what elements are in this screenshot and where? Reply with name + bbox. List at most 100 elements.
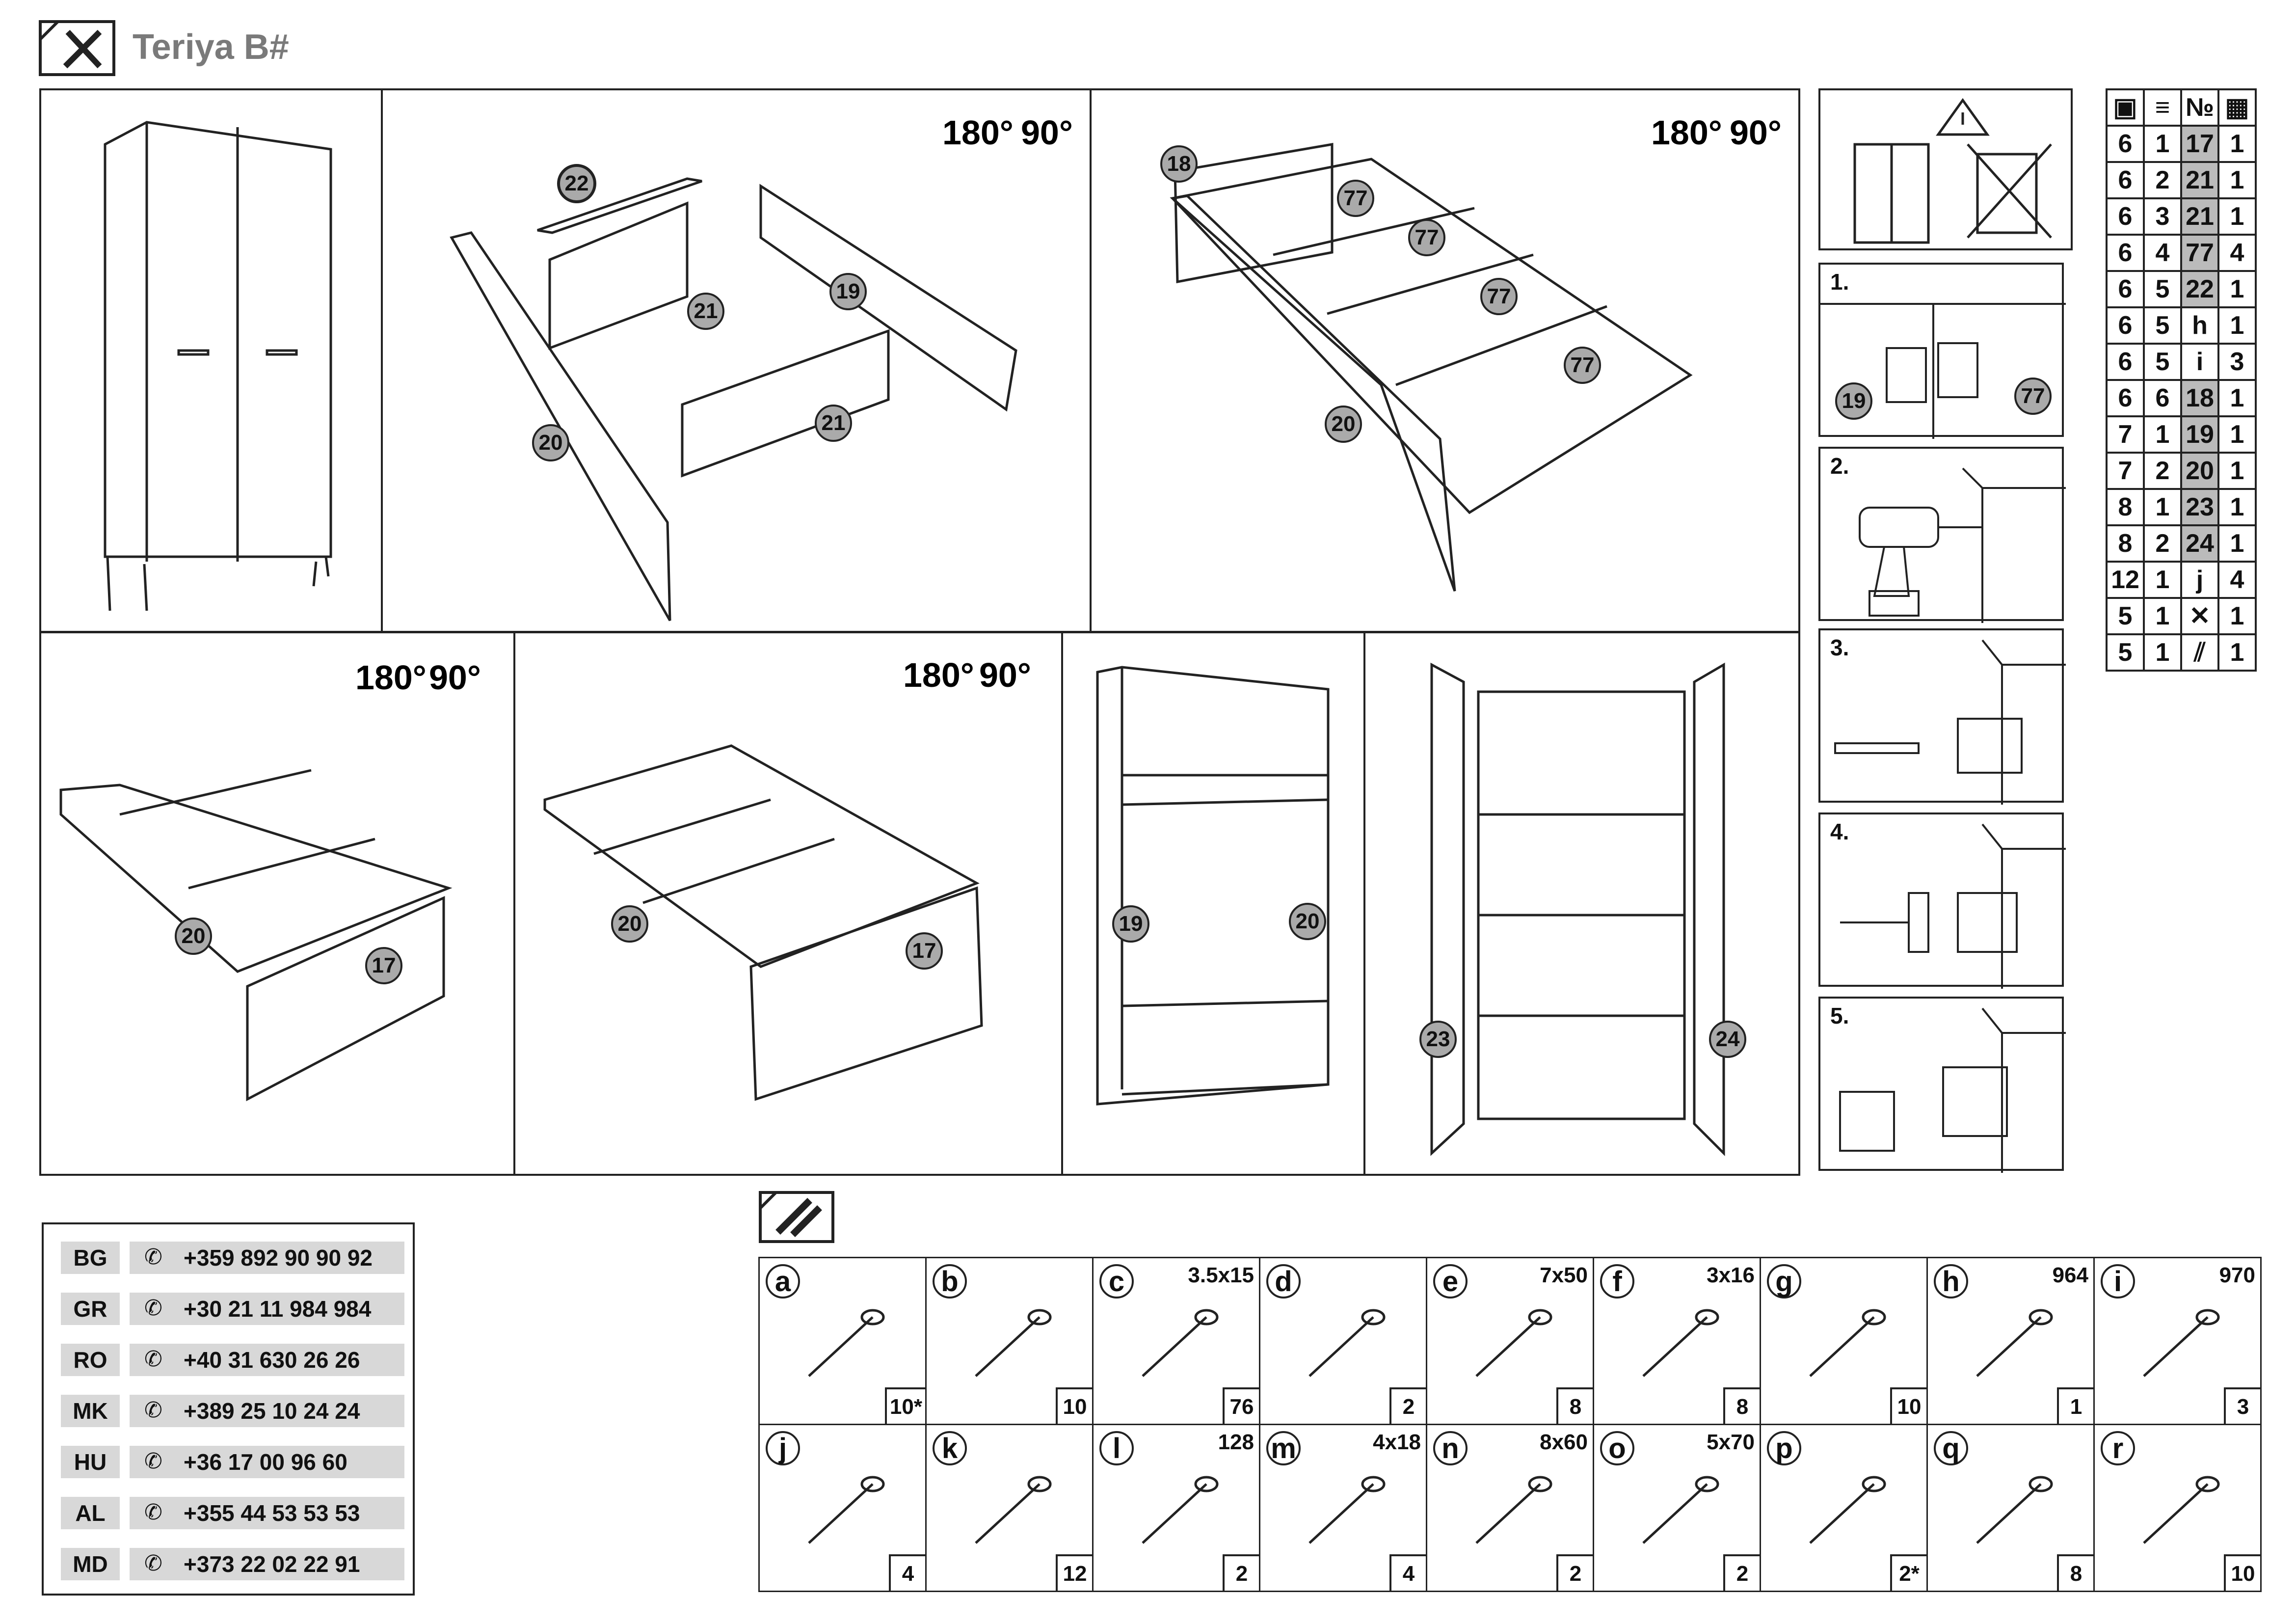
hardware-letter: q [1934,1431,1968,1465]
hardware-letter: k [933,1431,967,1465]
hardware-letter: m [1266,1431,1301,1465]
drill-icon [1859,467,2066,623]
hardware-qty: 2 [1556,1554,1593,1591]
hardware-letter: i [2101,1264,2135,1299]
hardware-letter: a [766,1264,800,1299]
phone-icon: ✆ [144,1551,162,1575]
hardware-letter: f [1600,1264,1634,1299]
rotate-180-label: 180° [1651,113,1722,152]
step-number: 3. [1830,635,1849,660]
panel-step-upright: 19 20 [1061,631,1365,1176]
part-20-label: 20 [1289,903,1326,940]
panel-step-legs: 180° 90° 20 17 [513,631,1063,1176]
part-19-label: 19 [1112,905,1149,943]
phone-icon: ✆ [144,1500,162,1524]
hardware-item-b: b 10 [925,1257,1094,1425]
hardware-letter: b [933,1264,967,1299]
hardware-size: 3.5x15 [1188,1263,1254,1287]
step-1-box: 1. 19 77 [1818,263,2066,439]
hardware-d-icon [1308,1309,1386,1377]
page-title: Teriya B# [133,27,289,67]
step-number: 4. [1830,819,1849,844]
screw-bracket-illustration [1840,823,2066,989]
phone-icon: ✆ [144,1245,162,1269]
rotate-90-label: 90° [429,658,481,697]
wardrobe-illustration [104,121,332,611]
hardware-l-icon [1142,1476,1219,1544]
hardware-qty: 8 [1723,1387,1760,1424]
part-77-label: 77 [1564,347,1601,384]
rotate-180-label: 180° [942,113,1014,152]
hardware-n-icon [1475,1476,1552,1544]
step-number: 2. [1830,453,1849,479]
hardware-i-icon [2143,1309,2220,1377]
hardware-letter: e [1433,1264,1468,1299]
part-17-label: 17 [906,932,943,970]
warning-box [1818,88,2073,250]
hardware-b-icon [975,1309,1052,1377]
hardware-item-k: k 12 [925,1424,1094,1592]
hardware-size: 3x16 [1707,1263,1755,1287]
hardware-icon [759,1191,834,1243]
phone-icon-row: +359 892 90 90 92 [130,1242,404,1274]
part-20-label: 20 [532,424,569,461]
hardware-g-icon [1809,1309,1886,1377]
tool-icon: ✕ [2180,597,2219,635]
phone-icon: ✆ [144,1449,162,1473]
hardware-letter: n [1433,1431,1468,1465]
hardware-qty: 2 [1223,1554,1259,1591]
hardware-a-icon [808,1309,885,1377]
box-icon: ▣ [2106,88,2145,127]
part-19-label: 19 [1835,382,1872,420]
hardware-letter: d [1266,1264,1301,1299]
hardware-letter: o [1600,1431,1634,1465]
part-20-label: 20 [611,905,648,943]
hardware-size: 8x60 [1540,1430,1588,1454]
hardware-o-icon [1642,1476,1719,1544]
hardware-qty: 2* [1890,1554,1926,1591]
part-18-label: 18 [1160,145,1198,183]
step-5-box: 5. [1818,997,2066,1173]
hardware-size: 4x18 [1373,1430,1421,1454]
step-number: 1. [1830,269,1849,295]
phone-icon: ✆ [144,1347,162,1371]
hardware-size: 7x50 [1540,1263,1588,1287]
hardware-qty: 12 [1056,1554,1092,1591]
step-3-box: 3. [1818,628,2066,805]
carcass-assembly-illustration: 180° 90° [450,113,1073,622]
rotate-90-label: 90° [1730,113,1782,152]
hardware-q-icon [1976,1476,2053,1544]
hardware-size: 964 [2052,1263,2088,1287]
panel-step-shelves: 180° 90° 18 77 77 77 77 20 [1090,88,1800,633]
part-24-label: 24 [1709,1021,1746,1058]
hardware-qty: 4 [889,1554,925,1591]
hardware-qty: 10 [1056,1387,1092,1424]
hardware-size: 5x70 [1707,1430,1755,1454]
rotate-90-label: 90° [979,656,1031,694]
hardware-item-n: n 8x60 2 [1426,1424,1594,1592]
hardware-h-icon [1976,1309,2053,1377]
hardware-qty: 8 [2057,1554,2093,1591]
part-23-label: 23 [1419,1021,1457,1058]
hardware-size: 970 [2219,1263,2255,1287]
door-bracket-illustration [1839,1007,2066,1173]
